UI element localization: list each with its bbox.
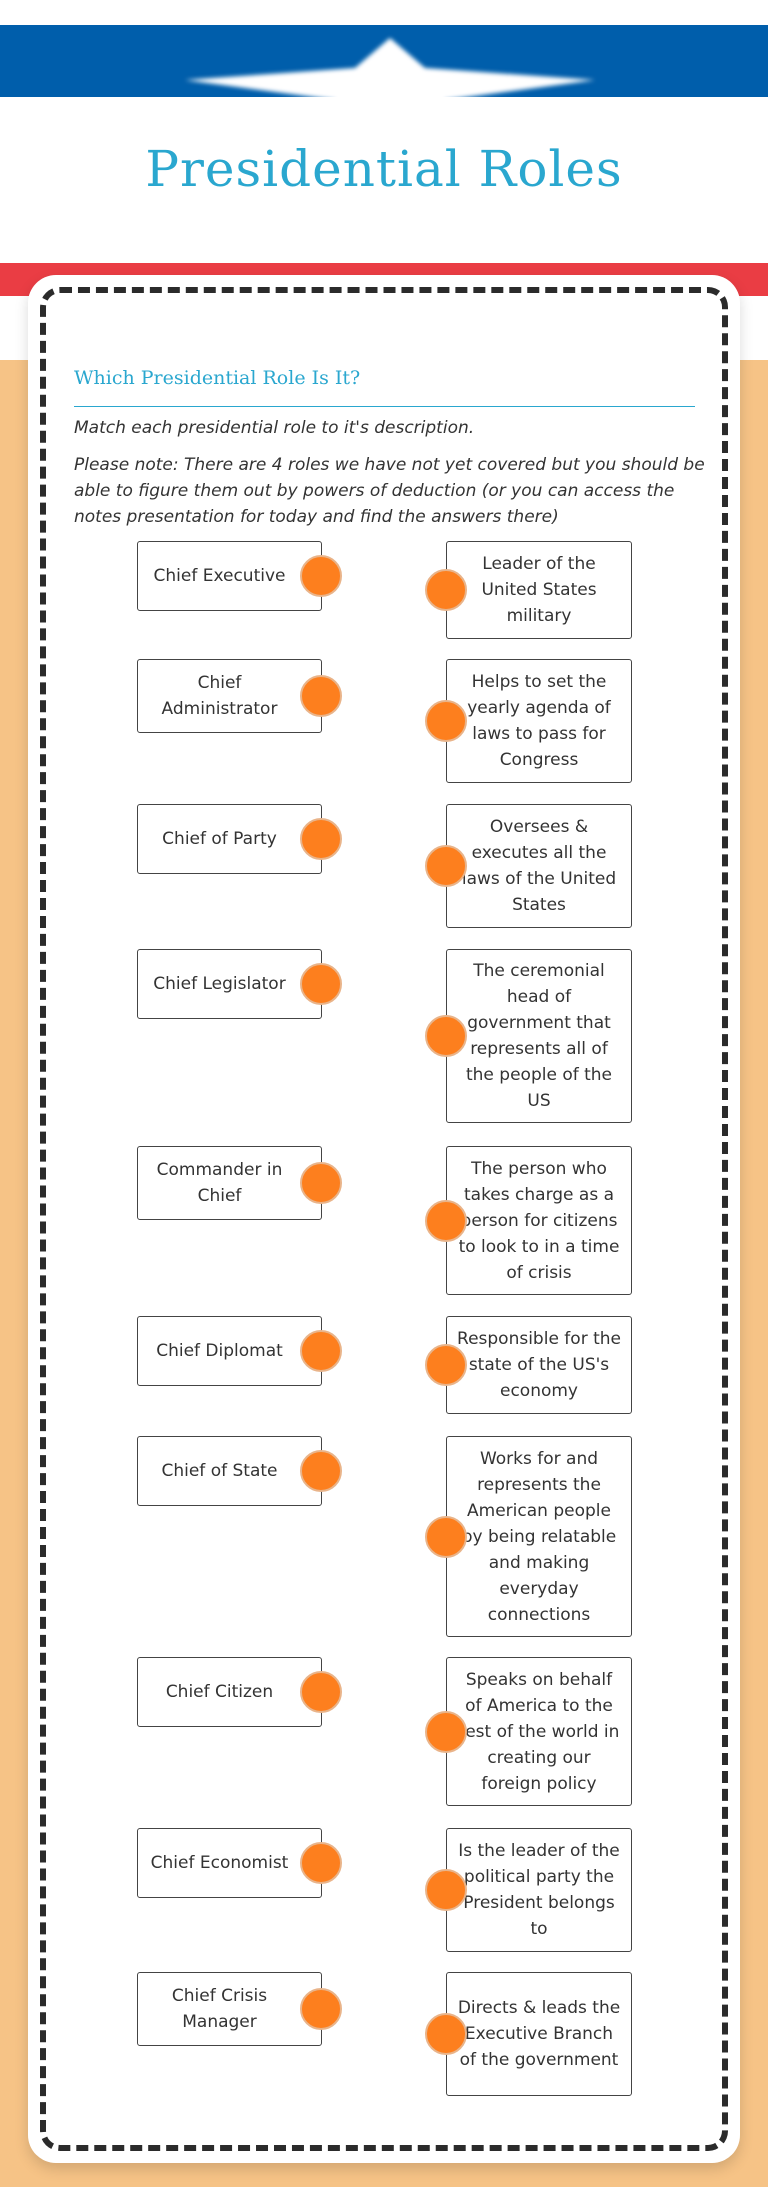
description-connector-handle[interactable]: [425, 1344, 467, 1386]
description-connector-handle[interactable]: [425, 569, 467, 611]
role-item[interactable]: Chief Citizen: [137, 1657, 322, 1727]
note-text: Please note: There are 4 roles we have n…: [74, 455, 705, 527]
role-item[interactable]: Chief Diplomat: [137, 1316, 322, 1386]
description-connector-handle[interactable]: [425, 1515, 467, 1558]
description-label: The person who takes charge as a person …: [458, 1158, 620, 1283]
role-label: Chief Economist: [150, 1853, 289, 1873]
role-item[interactable]: Commander in Chief: [137, 1146, 322, 1220]
activity-card: Which Presidential Role Is It? Match eac…: [28, 275, 740, 2163]
description-connector-handle[interactable]: [425, 1015, 467, 1057]
role-connector-handle[interactable]: [300, 555, 342, 597]
role-label: Chief of Party: [162, 829, 277, 849]
blue-banner: [0, 25, 768, 97]
role-item[interactable]: Chief of Party: [137, 804, 322, 874]
description-label: Works for and represents the American pe…: [461, 1448, 617, 1625]
role-connector-handle[interactable]: [300, 675, 342, 717]
role-connector-handle[interactable]: [300, 818, 342, 860]
role-label: Chief of State: [161, 1461, 278, 1481]
description-label: Directs & leads the Executive Branch of …: [457, 1998, 621, 2070]
dashed-border: [40, 287, 728, 2151]
role-item[interactable]: Chief Crisis Manager: [137, 1972, 322, 2046]
description-connector-handle[interactable]: [425, 2013, 467, 2055]
role-item[interactable]: Chief Legislator: [137, 949, 322, 1019]
description-item[interactable]: Works for and represents the American pe…: [446, 1436, 632, 1637]
role-label: Chief Diplomat: [156, 1341, 283, 1361]
description-connector-handle[interactable]: [425, 1199, 467, 1242]
description-connector-handle[interactable]: [425, 1710, 467, 1753]
description-item[interactable]: The person who takes charge as a person …: [446, 1146, 632, 1295]
instruction-text: Match each presidential role to it's des…: [74, 418, 475, 438]
role-label: Chief Administrator: [161, 673, 278, 719]
description-label: Helps to set the yearly agenda of laws t…: [467, 672, 611, 770]
role-connector-handle[interactable]: [300, 1671, 342, 1713]
activity-heading: Which Presidential Role Is It?: [74, 367, 361, 389]
role-item[interactable]: Chief Economist: [137, 1828, 322, 1898]
description-label: Responsible for the state of the US's ec…: [457, 1329, 621, 1401]
role-label: Chief Crisis Manager: [171, 1986, 268, 2032]
description-label: Oversees & executes all the laws of the …: [461, 817, 617, 915]
role-label: Commander in Chief: [156, 1160, 283, 1206]
description-label: Speaks on behalf of America to the rest …: [458, 1669, 620, 1794]
description-connector-handle[interactable]: [425, 845, 467, 887]
description-item[interactable]: Is the leader of the political party the…: [446, 1828, 632, 1952]
role-item[interactable]: Chief of State: [137, 1436, 322, 1506]
description-item[interactable]: Responsible for the state of the US's ec…: [446, 1316, 632, 1414]
role-label: Chief Citizen: [165, 1682, 274, 1702]
role-item[interactable]: Chief Executive: [137, 541, 322, 611]
description-item[interactable]: The ceremonial head of government that r…: [446, 949, 632, 1123]
description-label: Leader of the United States military: [481, 554, 597, 626]
role-connector-handle[interactable]: [300, 963, 342, 1005]
page-title: Presidential Roles: [145, 140, 623, 198]
role-connector-handle[interactable]: [300, 1988, 342, 2030]
role-label: Chief Executive: [153, 566, 286, 586]
description-item[interactable]: Leader of the United States military: [446, 541, 632, 639]
role-connector-handle[interactable]: [300, 1842, 342, 1884]
role-label: Chief Legislator: [153, 974, 286, 994]
description-item[interactable]: Helps to set the yearly agenda of laws t…: [446, 659, 632, 783]
role-connector-handle[interactable]: [300, 1330, 342, 1372]
description-item[interactable]: Speaks on behalf of America to the rest …: [446, 1657, 632, 1806]
description-item[interactable]: Oversees & executes all the laws of the …: [446, 804, 632, 928]
heading-divider: [74, 406, 695, 407]
description-connector-handle[interactable]: [425, 700, 467, 742]
description-connector-handle[interactable]: [425, 1869, 467, 1911]
role-connector-handle[interactable]: [300, 1162, 342, 1204]
role-item[interactable]: Chief Administrator: [137, 659, 322, 733]
description-item[interactable]: Directs & leads the Executive Branch of …: [446, 1972, 632, 2096]
role-connector-handle[interactable]: [300, 1450, 342, 1492]
description-label: The ceremonial head of government that r…: [465, 961, 613, 1111]
description-label: Is the leader of the political party the…: [458, 1841, 620, 1939]
star-icon: [185, 38, 595, 97]
